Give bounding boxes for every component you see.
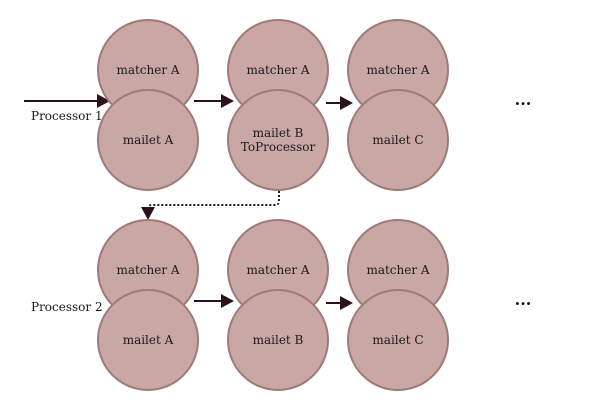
processor-1-arrow-2-3 [326,96,353,110]
processor-2-stage-3-mailet-node [347,289,449,391]
processor-1: Processor 1 matcher A mailet A matcher A… [24,19,532,191]
processor-2-ellipsis: ... [515,290,532,309]
processor-2-stage-2-matcher-label: matcher A [246,263,309,277]
processor-2-label: Processor 2 [31,300,103,314]
processor-1-ellipsis: ... [515,90,532,109]
processor-2-arrow-1-2 [194,294,234,308]
processor-2-stage-1-matcher-label: matcher A [116,263,179,277]
processor-1-stage-2-mailet-node [227,89,329,191]
processor-1-stage-1-mailet-node [97,89,199,191]
processor-1-stage-1: matcher A mailet A [97,19,199,191]
processor-1-stage-3-matcher-label: matcher A [366,63,429,77]
processor-2-stage-3-mailet-label: mailet C [372,333,423,347]
processor-2-stage-1-mailet-node [97,289,199,391]
processor-1-stage-2-mailet-label-line-2: ToProcessor [241,140,316,154]
processor-1-stage-3: matcher A mailet C [347,19,449,191]
toprocessor-connector [141,191,280,220]
processor-2-stage-2-mailet-label: mailet B [253,333,304,347]
processor-2-stage-3-matcher-label: matcher A [366,263,429,277]
processor-1-stage-3-mailet-label: mailet C [372,133,423,147]
processor-1-stage-2: matcher A mailet B ToProcessor [227,19,329,191]
processor-1-label: Processor 1 [31,109,103,123]
processor-2-stage-3: matcher A mailet C [347,219,449,391]
processor-2-arrow-2-3 [326,296,353,310]
processor-2-stage-1: matcher A mailet A [97,219,199,391]
processor-1-stage-2-matcher-label: matcher A [246,63,309,77]
processor-1-stage-2-mailet-label-line-1: mailet B [253,126,304,140]
processor-2: Processor 2 matcher A mailet A matcher A… [31,219,532,391]
processor-1-stage-3-mailet-node [347,89,449,191]
processor-2-stage-2: matcher A mailet B [227,219,329,391]
processor-1-arrow-1-2 [194,94,234,108]
processor-1-entry-arrow [24,94,110,108]
processor-2-stage-1-mailet-label: mailet A [123,333,174,347]
processor-2-stage-2-mailet-node [227,289,329,391]
toprocessor-arrow-head [141,207,155,220]
processor-1-stage-1-mailet-label: mailet A [123,133,174,147]
processor-1-stage-1-matcher-label: matcher A [116,63,179,77]
